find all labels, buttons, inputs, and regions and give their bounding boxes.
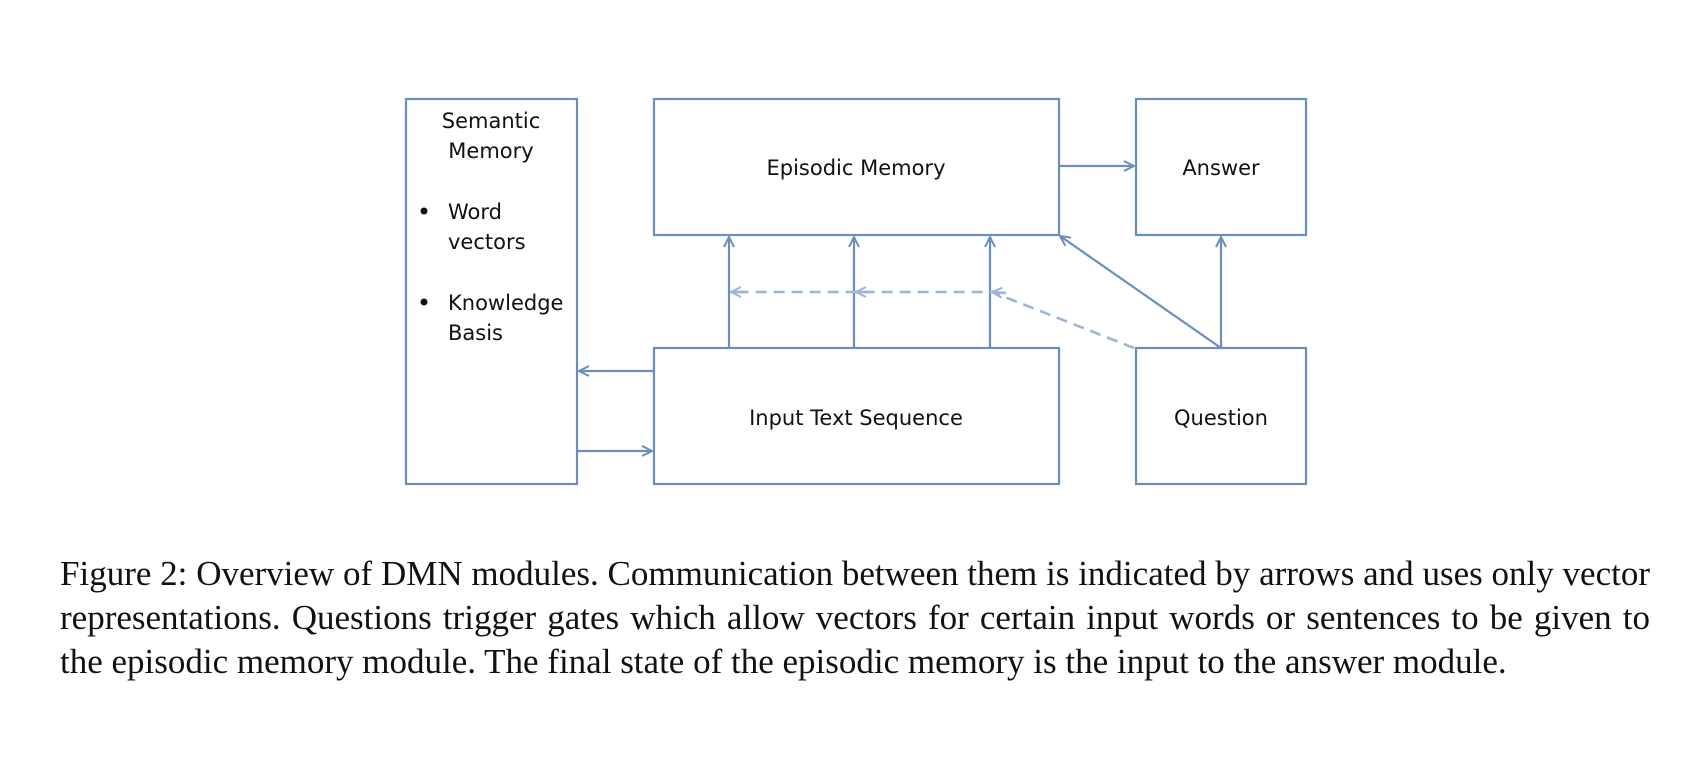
answer-node: Answer [1134,97,1308,237]
input-text-sequence-label: Input Text Sequence [749,406,963,430]
semantic-memory-bullet2-line2: Basis [448,321,503,345]
semantic-memory-bullet1-line2: vectors [448,230,526,254]
dmn-diagram: Semantic Memory Word vectors Knowledge B… [404,97,1308,486]
episodic-memory-label: Episodic Memory [766,156,945,180]
episodic-memory-node: Episodic Memory [652,97,1061,237]
semantic-memory-title-line1: Semantic [442,109,541,133]
figure-caption: Figure 2: Overview of DMN modules. Commu… [60,554,1650,681]
question-node: Question [1134,346,1308,486]
semantic-memory-bullet2-line1: Knowledge [448,291,563,315]
semantic-memory-node: Semantic Memory Word vectors Knowledge B… [404,97,579,486]
bullet-icon [420,298,428,306]
input-text-sequence-node: Input Text Sequence [652,346,1061,486]
bullet-icon [420,207,428,215]
semantic-memory-bullet1-line1: Word [448,200,502,224]
dashed-gate-line [731,290,1135,350]
semantic-memory-title-line2: Memory [448,139,533,163]
answer-label: Answer [1182,156,1260,180]
dashed-gate-arrow-3 [992,292,1007,293]
arrow-question-to-episodic [1060,236,1222,349]
question-label: Question [1174,406,1268,430]
